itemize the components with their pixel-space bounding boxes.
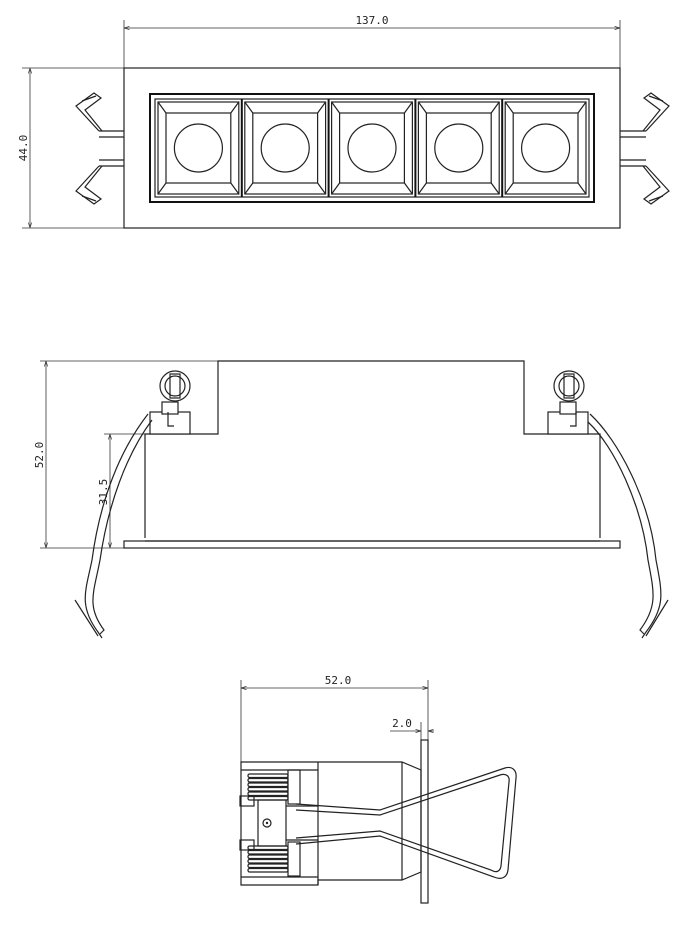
lens-circle — [347, 123, 397, 173]
side-flange — [123, 540, 621, 549]
coil-turn — [247, 777, 289, 783]
end-view: 52.0 2.0 — [239, 674, 517, 904]
coil-housing — [287, 841, 301, 877]
lens-cell-1 — [157, 101, 240, 195]
coil-turn — [247, 863, 289, 869]
lens-cell-5 — [501, 99, 587, 197]
top-height-label: 44.0 — [17, 135, 30, 162]
top-left-clip — [75, 92, 124, 205]
end-coils — [247, 769, 301, 877]
coil-housing — [287, 769, 301, 805]
coil-turn — [247, 782, 289, 788]
end-spring-wire — [295, 766, 517, 879]
coil-turn — [247, 854, 289, 860]
lens-cells — [157, 99, 587, 197]
side-body — [144, 360, 601, 538]
lens-cell-4 — [414, 99, 500, 197]
top-width-label: 137.0 — [355, 14, 388, 27]
top-inner-frame — [149, 93, 595, 203]
lens-circle — [260, 123, 310, 173]
end-flange-dimension: 2.0 — [390, 717, 434, 740]
side-height-label: 52.0 — [33, 442, 46, 469]
end-depth-label: 52.0 — [325, 674, 352, 687]
end-depth-dimension: 52.0 — [240, 674, 429, 762]
side-body-label: 31.5 — [97, 479, 110, 506]
lens-cell-2 — [240, 99, 327, 197]
coil-turn — [247, 791, 289, 797]
end-flange-label: 2.0 — [392, 717, 412, 730]
end-flange — [420, 739, 429, 904]
lens-circle — [173, 123, 223, 173]
side-view: 52.0 31.5 — [33, 360, 669, 639]
top-flange — [123, 67, 621, 229]
top-height-dimension: 44.0 — [17, 67, 124, 229]
top-width-dimension: 137.0 — [123, 14, 621, 68]
top-view: 137.0 44.0 — [17, 14, 670, 229]
lens-cell-3 — [327, 99, 414, 197]
coil-turn — [247, 786, 289, 792]
coil-turn — [247, 773, 289, 779]
lens-circle — [434, 123, 484, 173]
top-right-clip — [620, 92, 670, 205]
coil-turn — [247, 849, 289, 855]
side-left-spring — [74, 370, 191, 639]
side-right-spring — [547, 370, 669, 639]
coil-turn — [247, 867, 289, 873]
coil-turn — [247, 858, 289, 864]
lens-circle — [520, 123, 571, 173]
